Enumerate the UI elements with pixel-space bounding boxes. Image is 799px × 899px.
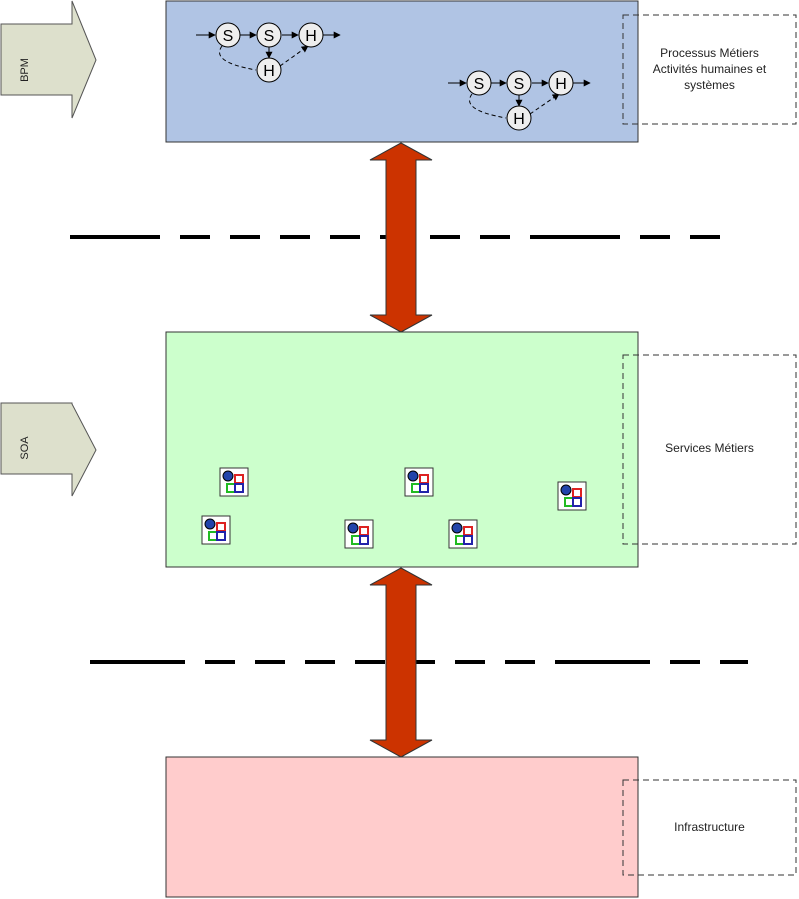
node-label: H <box>555 76 567 93</box>
bpm-tag-label: BPM <box>19 58 31 82</box>
process-node-human <box>256 57 282 83</box>
process-node-system <box>506 70 532 96</box>
bpm-label: Processus Métiers Activités humaines et … <box>623 45 796 93</box>
infra-label-frame <box>622 779 797 876</box>
bpm-label-line3: systèmes <box>684 78 735 92</box>
service-icon <box>557 481 587 511</box>
node-label: S <box>223 28 234 45</box>
bpm-tag-arrow <box>0 0 97 119</box>
bpm-layer-box <box>165 0 639 143</box>
node-label: S <box>264 28 275 45</box>
soa-tag-label: SOA <box>19 436 31 460</box>
process-flow-1: S S H H <box>196 22 341 83</box>
soa-tag-arrow <box>0 402 97 497</box>
service-icon <box>344 519 374 549</box>
infra-label: Infrastructure <box>674 820 745 834</box>
infra-layer-box <box>165 756 639 898</box>
process-node-human <box>506 105 532 131</box>
service-icon <box>219 467 249 497</box>
service-icons <box>201 467 587 549</box>
process-node-system <box>215 22 241 48</box>
node-label: S <box>474 76 485 93</box>
bpm-label-line2: Activités humaines et <box>652 62 767 76</box>
double-arrow-soa-infra <box>369 567 433 758</box>
service-icon <box>201 515 231 545</box>
node-label: H <box>513 111 525 128</box>
soa-label: Services Métiers <box>665 441 754 455</box>
service-icon <box>404 467 434 497</box>
process-node-system <box>256 22 282 48</box>
process-flow-2: S S H H <box>448 70 591 131</box>
soa-layer-box <box>165 331 639 568</box>
node-label: H <box>305 28 317 45</box>
service-icon <box>448 519 478 549</box>
node-label: H <box>263 63 275 80</box>
process-node-human <box>298 22 324 48</box>
bpm-label-line1: Processus Métiers <box>660 46 759 60</box>
process-node-system <box>466 70 492 96</box>
process-node-human <box>548 70 574 96</box>
node-label: S <box>514 76 525 93</box>
double-arrow-bpm-soa <box>369 142 433 333</box>
